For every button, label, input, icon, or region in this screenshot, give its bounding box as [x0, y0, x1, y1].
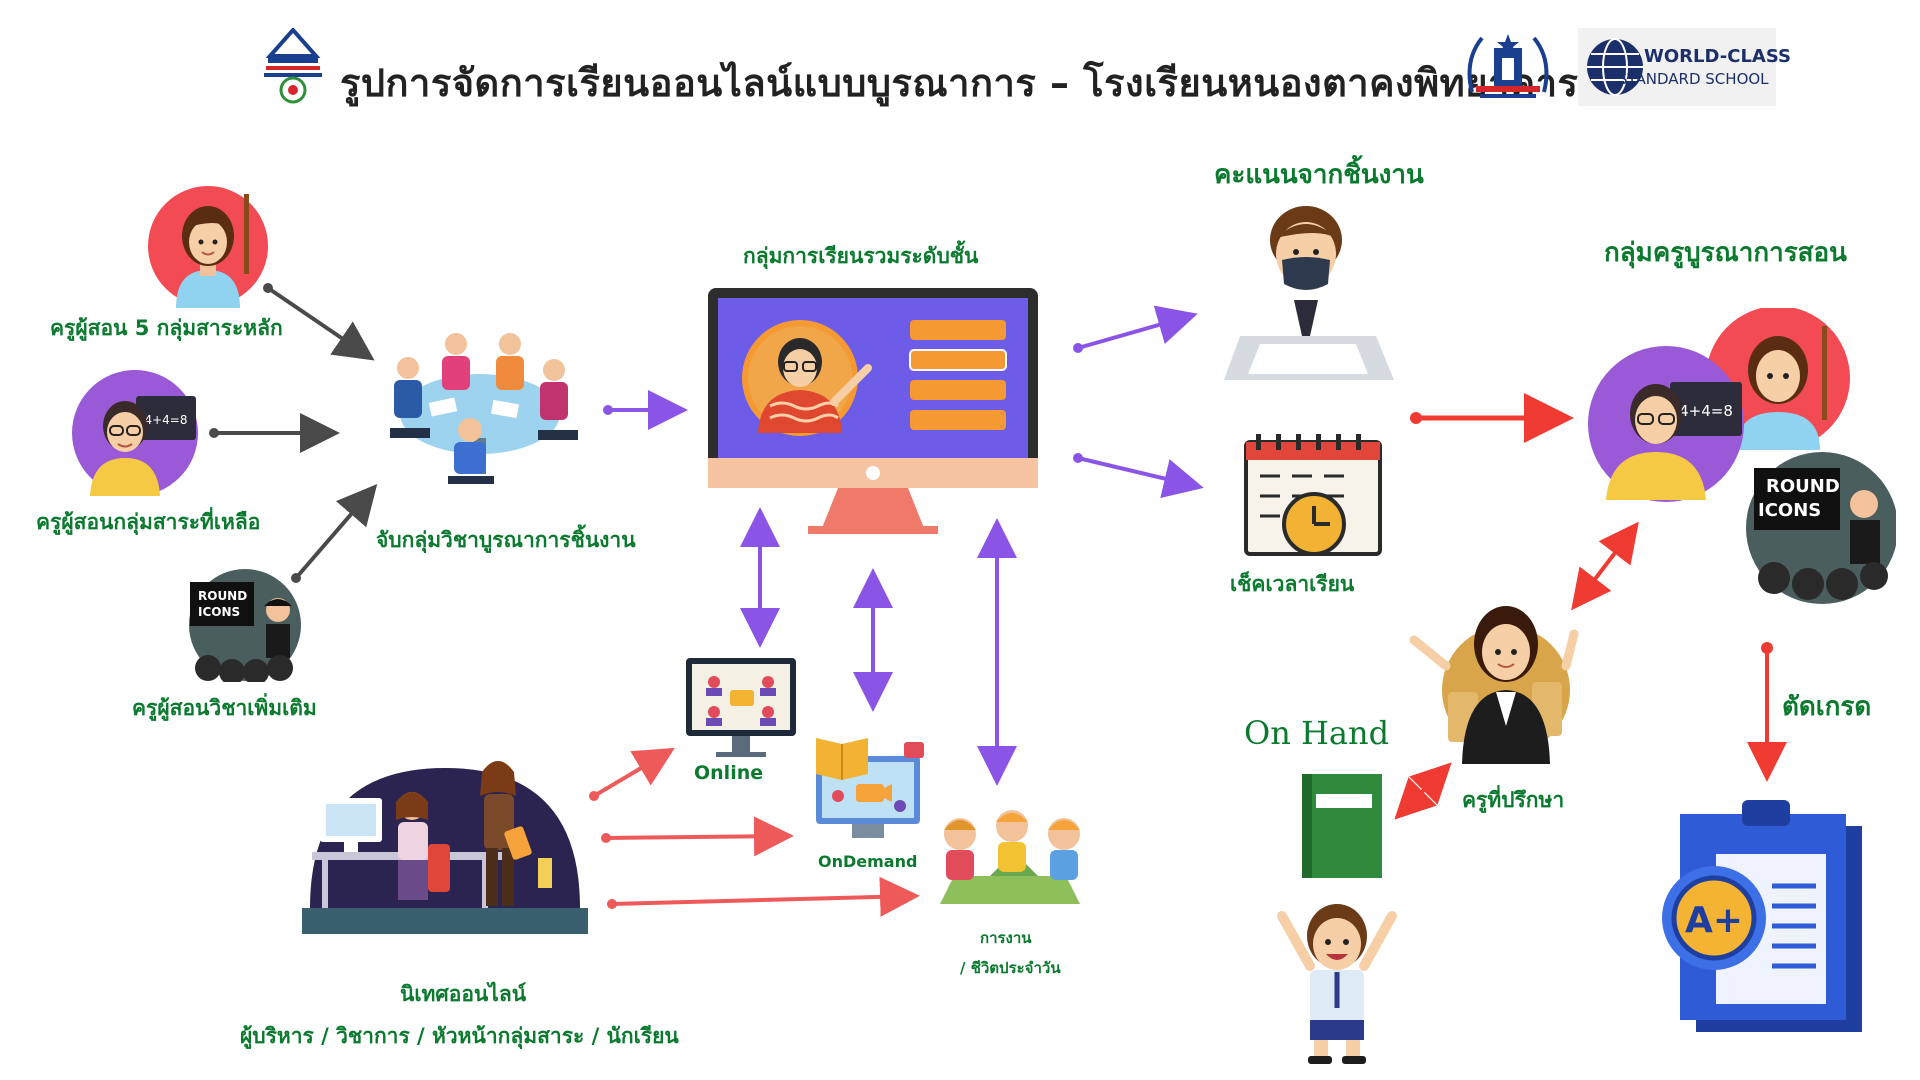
arrow-supervision-ondemand — [601, 816, 794, 857]
teacher-other-avatar: 4+4=8 — [72, 370, 198, 496]
integration-teachers-group: 4+4=8 ROUND ICONS — [1588, 308, 1896, 604]
integration-icons-text-1: ROUND — [1766, 476, 1840, 497]
world-class-line2: STANDARD SCHOOL — [1618, 70, 1769, 88]
teacher-extra-label: ครูผู้สอนวิชาเพิ่มเติม — [132, 696, 317, 720]
work-label-line2: / ชีวิตประจำวัน — [960, 959, 1061, 977]
student-writing-illustration — [1224, 206, 1394, 380]
kids-activity-illustration — [940, 810, 1080, 904]
monitor-title-label: กลุ่มการเรียนรวมระดับชั้น — [743, 244, 979, 268]
icons-text-1: ROUND — [198, 589, 247, 603]
world-class-line1: WORLD-CLASS — [1644, 46, 1791, 67]
online-class-monitor — [708, 288, 1038, 534]
teacher-other-label: ครูผู้สอนกลุ่มสาระที่เหลือ — [36, 510, 261, 534]
ondemand-label: OnDemand — [818, 852, 918, 871]
school-crest-icon — [1467, 34, 1549, 98]
supervision-illustration — [302, 761, 588, 934]
arrow-supervision-work — [607, 876, 920, 917]
arrow-extra-to-group — [291, 483, 378, 583]
teacher-core-avatar — [148, 186, 268, 308]
teacher-core-label: ครูผู้สอน 5 กลุ่มสาระหลัก — [50, 316, 283, 340]
integration-board-text: 4+4=8 — [1679, 402, 1733, 420]
arrow-integration-to-grade — [1747, 642, 1787, 782]
arrow-advisor-integration — [1571, 521, 1639, 611]
arrow-supervision-online — [589, 747, 675, 801]
attendance-label: เช็คเวลาเรียน — [1230, 572, 1355, 596]
grade-badge-text: A+ — [1685, 900, 1743, 941]
arrow-monitor-to-attendance — [1073, 453, 1204, 499]
world-class-logo: WORLD-CLASS STANDARD SCHOOL — [1578, 28, 1791, 106]
score-label: คะแนนจากชิ้นงาน — [1214, 160, 1424, 190]
arrow-core-to-group — [263, 283, 375, 361]
group-meeting-illustration — [390, 333, 578, 484]
grade-report-icon: A+ — [1662, 800, 1862, 1032]
arrow-other-to-group — [209, 413, 340, 453]
grading-label: ตัดเกรด — [1782, 692, 1872, 722]
integration-group-label: กลุ่มครูบูรณาการสอน — [1604, 238, 1847, 268]
online-label: Online — [694, 762, 764, 784]
page-title: รูปการจัดการเรียนออนไลน์แบบบูรณาการ – โร… — [340, 61, 1579, 105]
supervisors-label: ผู้บริหาร / วิชาการ / หัวหน้ากลุ่มสาระ /… — [240, 1024, 679, 1048]
arrow-results-to-integration — [1410, 393, 1574, 443]
school-emblem-icon — [264, 28, 322, 104]
on-hand-label: On Hand — [1244, 714, 1390, 752]
arrow-group-to-monitor — [603, 390, 688, 430]
board-text: 4+4=8 — [144, 413, 187, 427]
icons-text-2: ICONS — [198, 605, 240, 619]
teacher-extra-avatar: ROUND ICONS — [189, 569, 301, 682]
integration-icons-text-2: ICONS — [1758, 500, 1821, 521]
work-label-line1: การงาน — [980, 929, 1032, 947]
ondemand-video-icon — [816, 738, 924, 838]
video-conference-icon — [686, 658, 796, 757]
arrow-advisor-onhand — [1394, 762, 1452, 820]
arrow-monitor-to-score — [1073, 305, 1198, 353]
supervision-label: นิเทศออนไลน์ — [400, 982, 527, 1006]
advisor-label: ครูที่ปรึกษา — [1462, 788, 1565, 812]
happy-student-illustration — [1277, 904, 1397, 1064]
green-book-icon — [1302, 774, 1382, 878]
calendar-clock-icon — [1244, 434, 1382, 556]
group-meeting-label: จับกลุ่มวิชาบูรณาการชิ้นงาน — [376, 528, 636, 552]
advisor-illustration — [1409, 606, 1579, 764]
globe-icon — [1587, 38, 1643, 96]
